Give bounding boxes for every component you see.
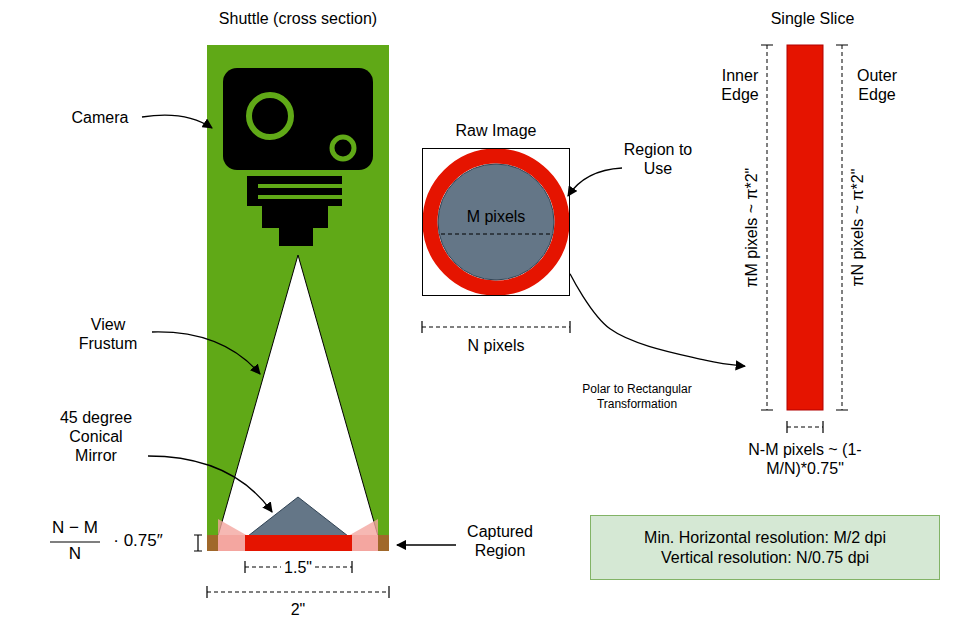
leader-arrow <box>152 332 260 374</box>
dimension-line <box>422 327 570 328</box>
label: N-M pixels ~ (1-M/N)*0.75" <box>740 440 870 478</box>
slice-strip <box>787 45 823 410</box>
label: 1.5" <box>278 558 318 577</box>
label: View Frustum <box>68 315 148 353</box>
transform-arrow <box>570 274 745 366</box>
camera-mount <box>247 176 342 206</box>
leader-arrow <box>397 544 456 545</box>
mount-groove <box>258 184 342 188</box>
label: πM pixels ~ π*2" <box>742 133 761 323</box>
camera-lens-ring <box>249 95 291 137</box>
camera-neck <box>262 206 328 228</box>
node-heading: Min. Horizontal resolution: M/2 dpi <box>644 528 886 547</box>
dimension-tick <box>422 321 570 333</box>
node-heading: Shuttle (cross section) <box>177 9 419 28</box>
resolution-box: Min. Horizontal resolution: M/2 dpiVerti… <box>590 515 940 580</box>
shuttle-body <box>207 45 389 551</box>
label: Region to Use <box>618 140 698 178</box>
dimension-line <box>441 234 551 235</box>
conical-mirror <box>248 497 348 536</box>
label: · 0.75″ <box>103 531 173 551</box>
dimension-tick <box>787 421 823 433</box>
label: N <box>55 544 95 564</box>
edge-label: Polar to Rectangular Transformation <box>562 382 712 412</box>
dimension-line <box>842 45 843 410</box>
dimension-line <box>207 592 389 593</box>
node-text: Vertical resolution: N/0.75 dpi <box>661 548 869 567</box>
dimension-tick <box>761 45 773 410</box>
captured-band <box>207 535 389 551</box>
thickness-bracket <box>194 535 202 551</box>
label: 45 degree Conical Mirror <box>51 408 141 466</box>
mount-groove <box>258 195 342 199</box>
shuttle-section: Shuttle (cross section) <box>207 45 389 551</box>
camera-body <box>223 68 373 170</box>
leader-arrow <box>148 456 272 512</box>
view-frustum <box>218 255 378 536</box>
node-heading: Single Slice <box>725 9 900 28</box>
label: N − M <box>40 518 110 538</box>
label: Outer Edge <box>850 66 905 104</box>
dimension-line <box>787 427 823 428</box>
fraction-bar <box>50 541 100 542</box>
node-heading: Raw Image <box>403 121 589 140</box>
leader-arrow <box>568 168 622 196</box>
node-text: M pixels <box>423 207 569 226</box>
dimension-line <box>767 45 768 410</box>
dimension-tick <box>836 45 848 410</box>
label: Inner Edge <box>713 66 768 104</box>
camera-button <box>332 137 354 159</box>
camera-lens <box>279 228 313 246</box>
label: Captured Region <box>460 522 540 560</box>
label: 2" <box>278 600 318 618</box>
label: πN pixels ~ π*2" <box>848 133 867 323</box>
leader-arrow <box>142 115 212 128</box>
captured-region <box>245 535 352 551</box>
label: N pixels <box>456 336 536 355</box>
dimension-tick <box>207 586 389 598</box>
raw-image-frame: Raw ImageM pixels <box>422 148 570 296</box>
captured-overlay <box>218 535 378 551</box>
frustum-overlay <box>218 519 378 536</box>
label: Camera <box>60 108 140 127</box>
